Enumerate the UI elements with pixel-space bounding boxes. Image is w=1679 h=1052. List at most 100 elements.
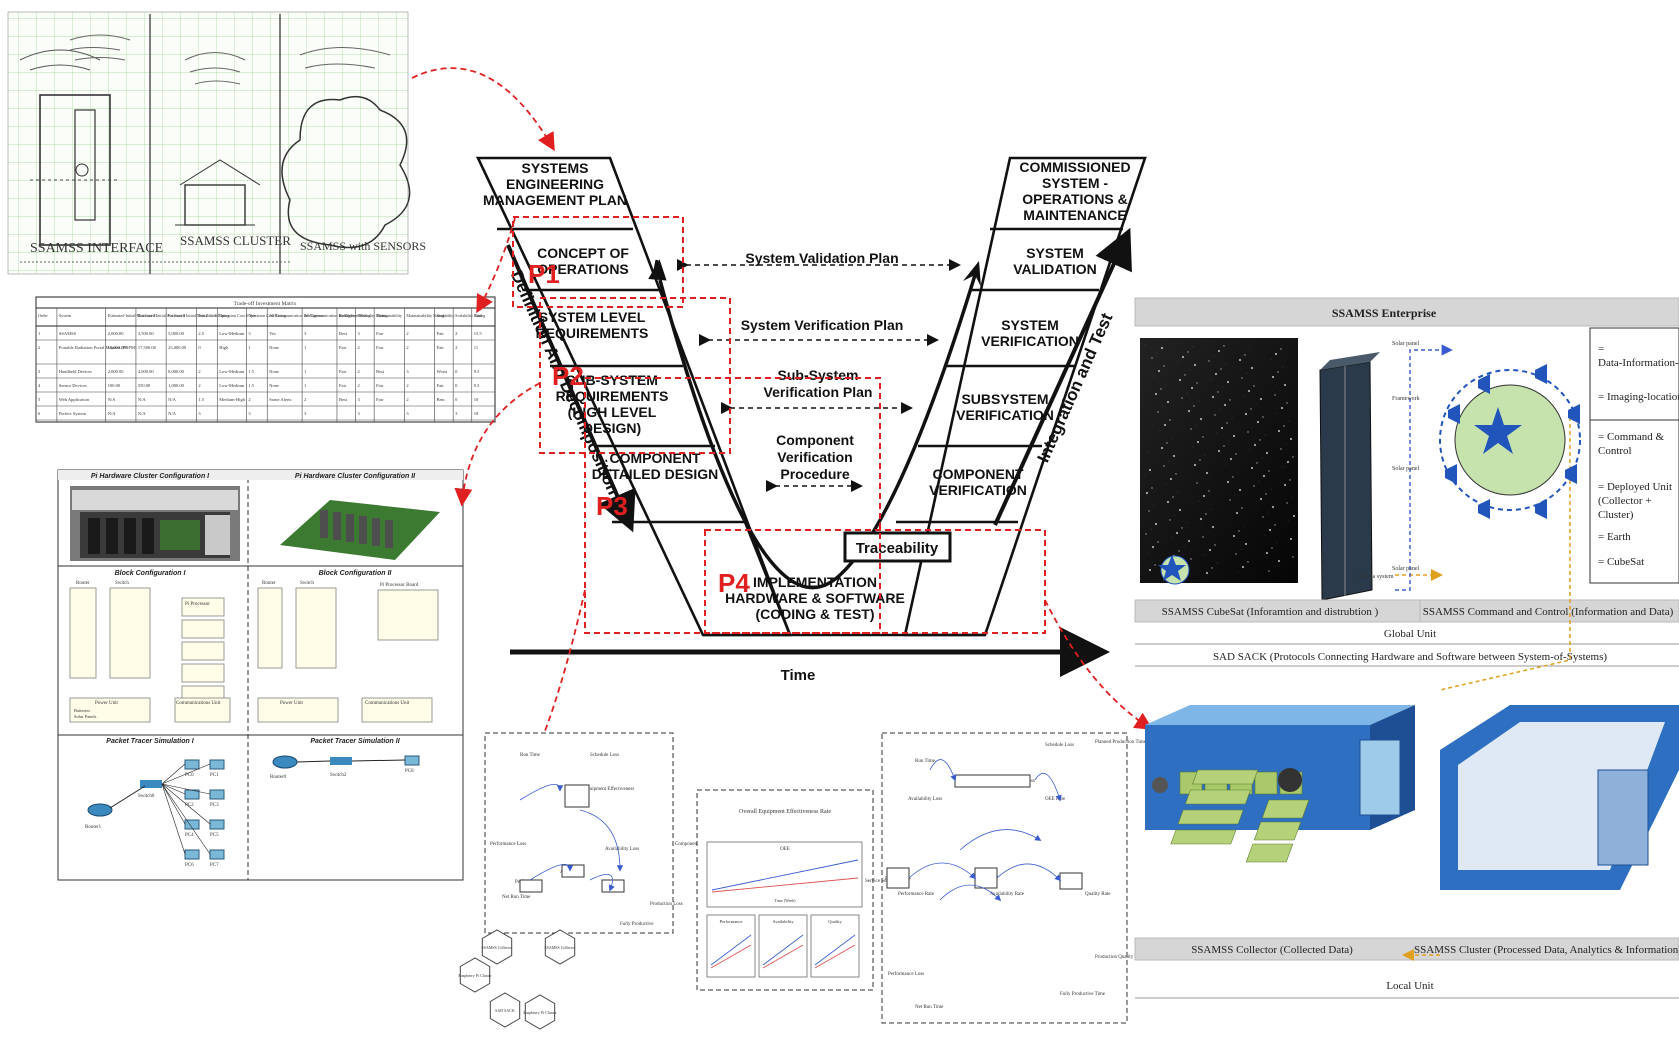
city-light-dot xyxy=(1217,563,1218,564)
config-header-6: Packet Tracer Simulation II xyxy=(310,738,400,745)
city-light-dot xyxy=(1160,388,1161,389)
subsystem-plan-label: Sub-SystemVerification Plan xyxy=(764,367,873,400)
city-light-dot xyxy=(1169,461,1170,462)
table-cell: N/A xyxy=(108,397,117,402)
city-light-dot xyxy=(1149,569,1151,571)
switch-label: Switch0 xyxy=(138,794,155,799)
city-light-dot xyxy=(1274,524,1275,525)
city-light-dot xyxy=(1227,481,1229,483)
city-light-dot xyxy=(1152,546,1154,548)
city-light-dot xyxy=(1272,506,1274,508)
sd-right-label: Planned Production Time xyxy=(1095,740,1147,745)
table-cell: 1 xyxy=(304,369,306,374)
city-light-dot xyxy=(1154,376,1155,377)
city-light-dot xyxy=(1182,356,1184,358)
table-cell: Web Application xyxy=(59,397,90,402)
legend-item: = Imaging-location xyxy=(1598,391,1679,403)
city-light-dot xyxy=(1265,535,1266,536)
city-light-dot xyxy=(1209,549,1211,551)
block-label-solar: Solar Panels xyxy=(74,714,97,719)
city-light-dot xyxy=(1286,502,1287,503)
verification-plan-label: System Verification Plan xyxy=(741,317,904,333)
small-chart-frame xyxy=(707,915,755,977)
city-light-dot xyxy=(1172,496,1173,497)
table-cell: Low-Medium xyxy=(219,383,244,388)
city-light-dot xyxy=(1287,461,1289,463)
table-cell: 2 xyxy=(198,369,200,374)
city-light-dot xyxy=(1232,476,1233,477)
table-cell: 2 xyxy=(406,331,408,336)
city-light-dot xyxy=(1148,510,1149,511)
city-light-dot xyxy=(1172,438,1173,439)
city-light-dot xyxy=(1256,404,1257,405)
city-light-dot xyxy=(1166,484,1167,485)
city-light-dot xyxy=(1157,411,1158,412)
city-light-dot xyxy=(1293,515,1295,517)
pc-icon xyxy=(210,850,224,859)
city-light-dot xyxy=(1214,414,1215,415)
table-cell: Best xyxy=(437,397,446,402)
oee-chart-title: OEE xyxy=(780,847,790,852)
city-light-dot xyxy=(1251,467,1253,469)
city-light-dot xyxy=(1278,560,1280,562)
city-light-dot xyxy=(1251,367,1253,369)
city-light-dot xyxy=(1169,519,1170,520)
city-light-dot xyxy=(1157,541,1158,542)
table-cell: 1 xyxy=(248,345,250,350)
city-light-dot xyxy=(1190,370,1191,371)
phase-p3: P3 xyxy=(596,491,628,521)
city-light-dot xyxy=(1205,555,1206,556)
block-config-1: Router Switch Pi Processor Power Unit Co… xyxy=(70,581,230,722)
city-light-dot xyxy=(1155,393,1157,395)
city-light-dot xyxy=(1271,547,1272,548)
city-light-dot xyxy=(1275,353,1277,355)
legend-item: = Earth xyxy=(1598,531,1631,543)
city-light-dot xyxy=(1289,421,1290,422)
city-light-dot xyxy=(1268,470,1269,471)
city-light-dot xyxy=(1208,490,1209,491)
city-light-dot xyxy=(1151,357,1152,358)
table-cell: Some Alerts xyxy=(269,397,291,402)
cubesat-label: Solar panel xyxy=(1392,341,1419,347)
city-light-dot xyxy=(1257,421,1259,423)
table-header-cell: System xyxy=(59,313,72,318)
config-header-4: Block Configuration II xyxy=(319,570,393,577)
city-light-dot xyxy=(1269,529,1271,531)
city-light-dot xyxy=(1187,351,1188,352)
v-model-diagram: SYSTEMSENGINEERINGMANAGEMENT PLANCONCEPT… xyxy=(478,158,1145,684)
city-light-dot xyxy=(1250,450,1251,451)
city-light-dot xyxy=(1283,467,1284,468)
city-light-dot xyxy=(1190,428,1191,429)
city-light-dot xyxy=(1242,566,1244,568)
pi-configuration-panel: Pi Hardware Cluster Configuration I Pi H… xyxy=(58,470,463,880)
phase-p2: P2 xyxy=(552,361,584,391)
city-light-dot xyxy=(1205,513,1206,514)
city-light-dot xyxy=(1290,538,1292,540)
table-cell: Medium-High xyxy=(219,397,245,402)
implementation-text: IMPLEMENTATIONHARDWARE & SOFTWARE(CODING… xyxy=(725,574,905,622)
sd-left-label: Availability Loss xyxy=(605,847,639,852)
table-cell: 2 xyxy=(358,383,360,388)
city-light-dot xyxy=(1199,459,1200,460)
block2-label-comm: Communications Unit xyxy=(365,701,410,706)
city-light-dot xyxy=(1280,390,1281,391)
city-light-dot xyxy=(1155,523,1157,525)
city-light-dot xyxy=(1247,373,1248,374)
city-light-dot xyxy=(1227,381,1229,383)
city-light-dot xyxy=(1223,445,1224,446)
city-light-dot xyxy=(1206,472,1208,474)
sd-right-label: Performance Rate xyxy=(898,892,935,897)
table-cell: 11 xyxy=(474,345,478,350)
city-light-dot xyxy=(1235,495,1236,496)
table-cell: 1 xyxy=(304,383,306,388)
city-light-dot xyxy=(1244,396,1245,397)
router-icon xyxy=(273,756,297,768)
city-light-dot xyxy=(1250,408,1251,409)
pc-label: PC5 xyxy=(210,833,219,838)
local-unit-label: Local Unit xyxy=(1386,980,1433,992)
city-light-dot xyxy=(1286,444,1287,445)
sd-left-label: Run Time xyxy=(520,753,541,758)
table-cell: 18 xyxy=(474,411,479,416)
table-cell: Low-Medium xyxy=(219,369,244,374)
